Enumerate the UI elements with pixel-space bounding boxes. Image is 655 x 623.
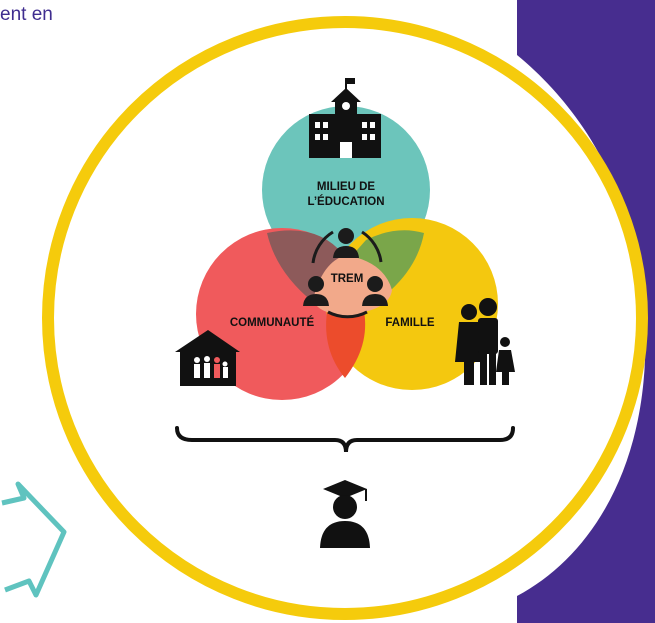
label-family: FAMILLE (385, 317, 435, 329)
arrow-icon (1, 481, 67, 598)
label-center: TREM (331, 273, 364, 285)
school-building-icon (309, 78, 381, 158)
overlap-education-community (267, 230, 346, 302)
label-education-line2: L’ÉDUCATION (307, 195, 384, 208)
family-icon (455, 298, 515, 385)
label-community: COMMUNAUTÉ (230, 316, 315, 329)
graduate-icon (320, 480, 370, 548)
header-text: ent en (0, 4, 53, 25)
team-people-icon (303, 228, 388, 319)
curly-brace (175, 426, 515, 453)
purple-backdrop (517, 0, 655, 623)
diagram-labels: MILIEU DE L’ÉDUCATION TREM COMMUNAUTÉ FA… (230, 181, 435, 329)
community-house-icon (175, 330, 240, 386)
label-education-line1: MILIEU DE (317, 181, 375, 193)
overlap-community-family (326, 311, 366, 378)
overlap-education-family (350, 230, 424, 290)
